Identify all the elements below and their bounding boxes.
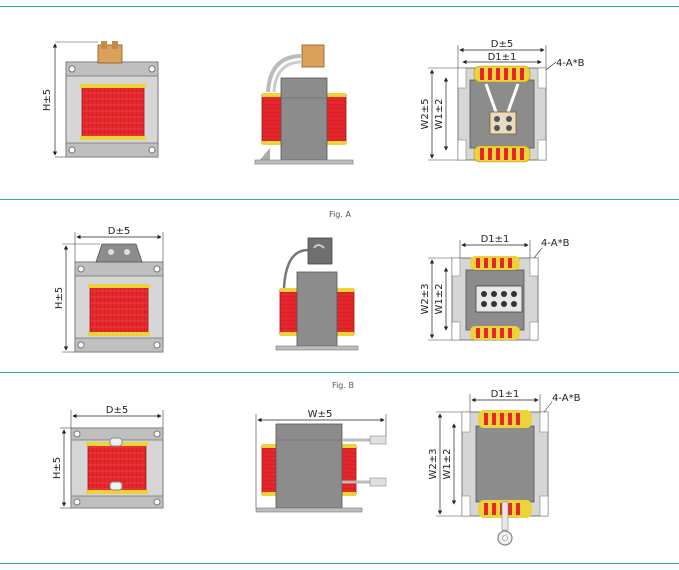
row2-right-dimensions: D1±1 4-A*B W2±3 W1±2: [420, 234, 570, 341]
row3-right-dimensions: D1±1 4-A*B W2±3 W1±2: [428, 389, 581, 517]
row3-middle-dimensions: W±5: [255, 409, 387, 508]
row3-side-view: [255, 423, 387, 513]
row1-right-d1-label: D1±1: [488, 52, 517, 63]
row2-front-view: [74, 243, 164, 353]
row3-middle-w-label: W±5: [308, 409, 333, 420]
row1-front-view: [65, 41, 159, 158]
row1-left-height-dimension: H±5: [42, 41, 98, 158]
row3-left-h-label: H±5: [52, 457, 63, 479]
row3-left-d-label: D±5: [106, 405, 128, 416]
caption-fig-a: Fig. A: [329, 210, 351, 219]
row1-left-h-label: H±5: [42, 89, 53, 111]
row3-right-hole-label: 4-A*B: [552, 393, 581, 404]
caption-fig-b: Fig. B: [332, 381, 354, 390]
row1-right-hole-label: 4-A*B: [556, 58, 585, 69]
row3-left-dimensions: D±5 H±5: [52, 405, 164, 509]
row2-right-w2-label: W2±3: [420, 284, 431, 315]
row3-top-view: [461, 410, 549, 546]
row2-left-h-label: H±5: [54, 287, 65, 309]
row1-right-dimensions: D±5 D1±1 4-A*B W2±5 W1±2: [420, 39, 585, 161]
row2-left-d-label: D±5: [108, 226, 130, 237]
row1-side-view: [254, 44, 354, 165]
bottom-rule: [0, 563, 679, 564]
row1-right-d-label: D±5: [491, 39, 513, 50]
row2-right-d1-label: D1±1: [481, 234, 510, 245]
row2-top-view: [451, 256, 539, 341]
row1-top-view: [457, 65, 547, 163]
row2-right-hole-label: 4-A*B: [541, 238, 570, 249]
top-rule: [0, 6, 679, 7]
row2-right-w1-label: W1±2: [434, 284, 445, 315]
rule-after-row1: [0, 199, 679, 200]
row2-left-dimensions: D±5 H±5: [54, 226, 164, 353]
row2-side-view: [275, 237, 359, 351]
rule-after-row2: [0, 372, 679, 373]
row3-right-w1-label: W1±2: [442, 449, 453, 480]
row1-right-w2-label: W2±5: [420, 99, 431, 130]
row1-right-w1-label: W1±2: [434, 99, 445, 130]
row3-right-d1-label: D1±1: [491, 389, 520, 400]
row3-front-view: [70, 427, 164, 509]
row3-right-w2-label: W2±3: [428, 449, 439, 480]
